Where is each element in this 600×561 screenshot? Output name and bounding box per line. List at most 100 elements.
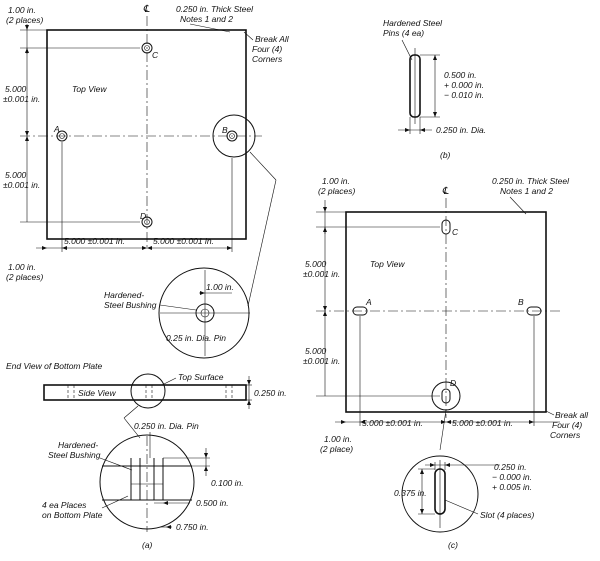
plate-a-outline xyxy=(46,29,247,240)
label-a-horiz2: 5.000 ±0.001 in. xyxy=(153,236,214,246)
hole-a-B-detail-circle xyxy=(212,114,256,158)
caption-a: (a) xyxy=(142,540,153,550)
caption-c: (c) xyxy=(448,540,458,550)
label-a-4ea-1: 4 ea Places xyxy=(42,500,87,510)
label-a-det-100: 1.00 in. xyxy=(206,282,234,292)
arrow xyxy=(147,246,152,250)
arrow xyxy=(247,380,251,385)
label-c-slot: Slot (4 places) xyxy=(480,510,534,520)
hole-a-D xyxy=(141,216,153,228)
leader-a-bushing xyxy=(159,304,197,311)
arrow xyxy=(445,463,450,467)
arrow xyxy=(433,55,437,60)
hole-a-D-inner xyxy=(144,219,150,225)
label-c-375: 0.375 in. xyxy=(394,488,427,498)
leader-a-side-detail xyxy=(123,405,139,419)
label-a-4ea-2: on Bottom Plate xyxy=(42,510,103,520)
label-a-side-250: 0.250 in. xyxy=(254,388,287,398)
label-c-D: D xyxy=(450,378,456,388)
label-c-topview: Top View xyxy=(370,259,405,269)
leader-c-slot-detail xyxy=(439,409,447,451)
label-c-break2: Four (4) xyxy=(552,420,582,430)
arrow xyxy=(323,207,327,212)
arrow xyxy=(360,420,365,424)
hole-a-A xyxy=(56,130,68,142)
label-a-break3: Corners xyxy=(252,54,283,64)
hole-a-A-inner xyxy=(59,133,65,139)
arrow xyxy=(420,128,425,132)
arrow xyxy=(420,509,424,514)
label-a-0500: 0.500 in. xyxy=(196,498,229,508)
label-c-dim5b-1: 5.000 xyxy=(305,346,327,356)
detail-c-slot-circle xyxy=(401,455,479,533)
leader-c-break xyxy=(545,410,555,416)
label-c-notes: Notes 1 and 2 xyxy=(500,186,553,196)
arrow xyxy=(204,453,208,458)
label-b-dia: 0.250 in. Dia. xyxy=(436,125,486,135)
label-a-break2: Four (4) xyxy=(252,44,282,54)
label-c-1in-bot: 1.00 in. xyxy=(324,434,352,444)
arrow xyxy=(323,311,327,316)
leader-a-hb xyxy=(99,457,133,471)
arrow xyxy=(200,291,205,295)
arrow xyxy=(341,420,346,424)
label-a-topsurf: Top Surface xyxy=(178,372,224,382)
label-a-horiz1: 5.000 ±0.001 in. xyxy=(64,236,125,246)
label-a-bushing-1: Hardened- xyxy=(104,290,144,300)
label-c-1in-top-places: (2 places) xyxy=(318,186,355,196)
label-c-B: B xyxy=(518,297,524,307)
label-a-1in-bot: 1.00 in. xyxy=(8,262,36,272)
label-a-break: Break All xyxy=(255,34,290,44)
arrow xyxy=(42,246,47,250)
slot-c-B xyxy=(526,306,542,316)
slot-c-A xyxy=(352,306,368,316)
arrow xyxy=(142,246,147,250)
leader-a-side-detail2 xyxy=(123,417,141,439)
label-c-horiz1: 5.000 ±0.001 in. xyxy=(362,418,423,428)
hole-a-C xyxy=(141,42,153,54)
label-a-hb-1: Hardened- xyxy=(58,440,98,450)
arrow xyxy=(25,131,29,136)
view-c-slotted-plate: A B C D ℄ Top View 1.00 in. (2 places) 0… xyxy=(303,176,589,550)
label-b-500-1: 0.500 in. xyxy=(444,70,477,80)
label-a-dim5b-2: ±0.001 in. xyxy=(3,180,40,190)
leader-a-detail2 xyxy=(247,179,277,307)
label-c-250-1: 0.250 in. xyxy=(494,462,527,472)
label-a-endview: End View of Bottom Plate xyxy=(6,361,103,371)
label-c-A: A xyxy=(365,297,372,307)
label-c-break3: Corners xyxy=(550,430,581,440)
label-c-1in-bot-places: (2 place) xyxy=(320,444,353,454)
arrow xyxy=(405,128,410,132)
label-a-notes: Notes 1 and 2 xyxy=(180,14,233,24)
label-a-0100: 0.100 in. xyxy=(211,478,244,488)
slot-c-C xyxy=(441,219,451,235)
hole-a-C-inner xyxy=(144,45,150,51)
label-a-det-pin: 0.25 in. Dia. Pin xyxy=(166,333,226,343)
label-c-centerline: ℄ xyxy=(442,186,449,197)
hole-a-B xyxy=(226,130,238,142)
label-c-dim5-2: ±0.001 in. xyxy=(303,269,340,279)
arrow xyxy=(25,25,29,30)
side-plate xyxy=(43,384,247,401)
label-a-1in-bot-places: (2 places) xyxy=(6,272,43,282)
leader-a-4ea xyxy=(101,495,129,509)
label-a-0750: 0.750 in. xyxy=(176,522,209,532)
leader-a-detail xyxy=(249,151,277,181)
label-c-C: C xyxy=(452,227,459,237)
arrow xyxy=(420,469,424,474)
label-c-250-2: − 0.000 in. xyxy=(492,472,532,482)
arrow xyxy=(204,466,208,471)
label-a-A: A xyxy=(53,124,60,134)
label-a-centerline: ℄ xyxy=(143,4,150,15)
label-a-B: B xyxy=(222,125,228,135)
label-b-pins-2: Pins (4 ea) xyxy=(383,28,424,38)
hole-a-B-inner xyxy=(229,133,235,139)
label-b-500-3: − 0.010 in. xyxy=(444,90,484,100)
arrow xyxy=(433,112,437,117)
label-a-pin250: 0.250 in. Dia. Pin xyxy=(134,421,199,431)
leader-c-thick xyxy=(509,196,527,215)
arrow xyxy=(446,420,451,424)
label-a-thick: 0.250 in. Thick Steel xyxy=(176,4,254,14)
label-c-dim5-1: 5.000 xyxy=(305,259,327,269)
